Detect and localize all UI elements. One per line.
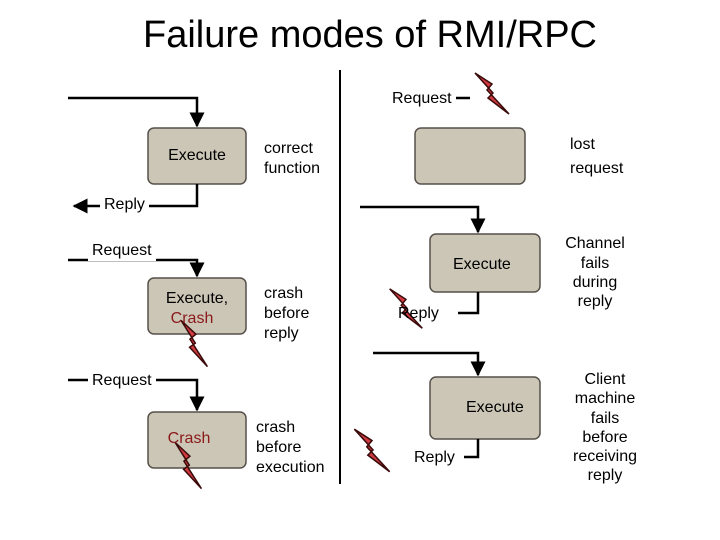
description-crash-before-execution-2: before	[256, 439, 302, 456]
slide-title: Failure modes of RMI/RPC	[142, 14, 597, 56]
description-lost-request-1: lost	[570, 136, 595, 153]
request-label-crash-before-execution: Request	[88, 371, 156, 391]
request-arrow-crash-before-reply	[68, 258, 205, 278]
description-crash-before-reply-3: reply	[264, 325, 299, 342]
request-arrow-correct	[68, 96, 205, 128]
execute-label-client-fails: Execute	[466, 399, 524, 416]
description-client-fails-4: before	[582, 429, 628, 446]
description-client-fails-3: fails	[590, 410, 620, 427]
reply-label-correct: Reply	[100, 195, 149, 215]
request-arrow-channel-fails	[360, 205, 486, 234]
request-label-lost: Request	[388, 89, 456, 109]
execute-box-channel-fails	[429, 233, 541, 293]
description-client-fails-6: reply	[587, 467, 623, 484]
request-arrow-client-fails	[373, 351, 486, 377]
reply-arrow-client-fails	[464, 439, 480, 459]
description-channel-fails-3: during	[572, 274, 618, 291]
description-channel-fails-1: Channel	[565, 235, 625, 252]
crash-box-before-execution	[147, 411, 247, 469]
description-crash-before-reply-1: crash	[264, 285, 304, 302]
description-channel-fails-2: fails	[580, 255, 610, 272]
description-channel-fails-4: reply	[577, 293, 613, 310]
description-crash-before-reply-2: before	[264, 305, 310, 322]
execute-label-channel-fails: Execute	[453, 256, 511, 273]
crash-label-crash-before-reply: Crash	[170, 310, 214, 327]
reply-line-channel-fails	[458, 292, 480, 315]
reply-label-channel-fails: Reply	[398, 305, 439, 322]
execute-label-correct: Execute	[168, 147, 226, 164]
execute-box-crash-before-reply	[147, 277, 247, 335]
crash-label-before-execution: Crash	[167, 430, 211, 447]
request-label-crash-before-reply: Request	[88, 241, 156, 261]
description-correct-function: correct function	[264, 140, 321, 177]
description-client-fails-2: machine	[574, 390, 636, 407]
description-crash-before-execution-3: execution	[256, 459, 325, 476]
execute-box-client-fails	[429, 376, 541, 440]
description-client-fails-1: Client	[584, 371, 626, 388]
description-lost-request-2: request	[570, 160, 624, 177]
lightning-icon-lost-request	[474, 72, 510, 115]
description-crash-before-execution-1: crash	[256, 419, 296, 436]
reply-label-client-fails: Reply	[414, 449, 455, 466]
description-client-fails-5: receiving	[572, 448, 638, 465]
empty-server-box-lost-request	[414, 127, 526, 185]
execute-label-crash-before-reply: Execute,	[165, 290, 229, 307]
lightning-icon-client-fails	[353, 428, 391, 473]
